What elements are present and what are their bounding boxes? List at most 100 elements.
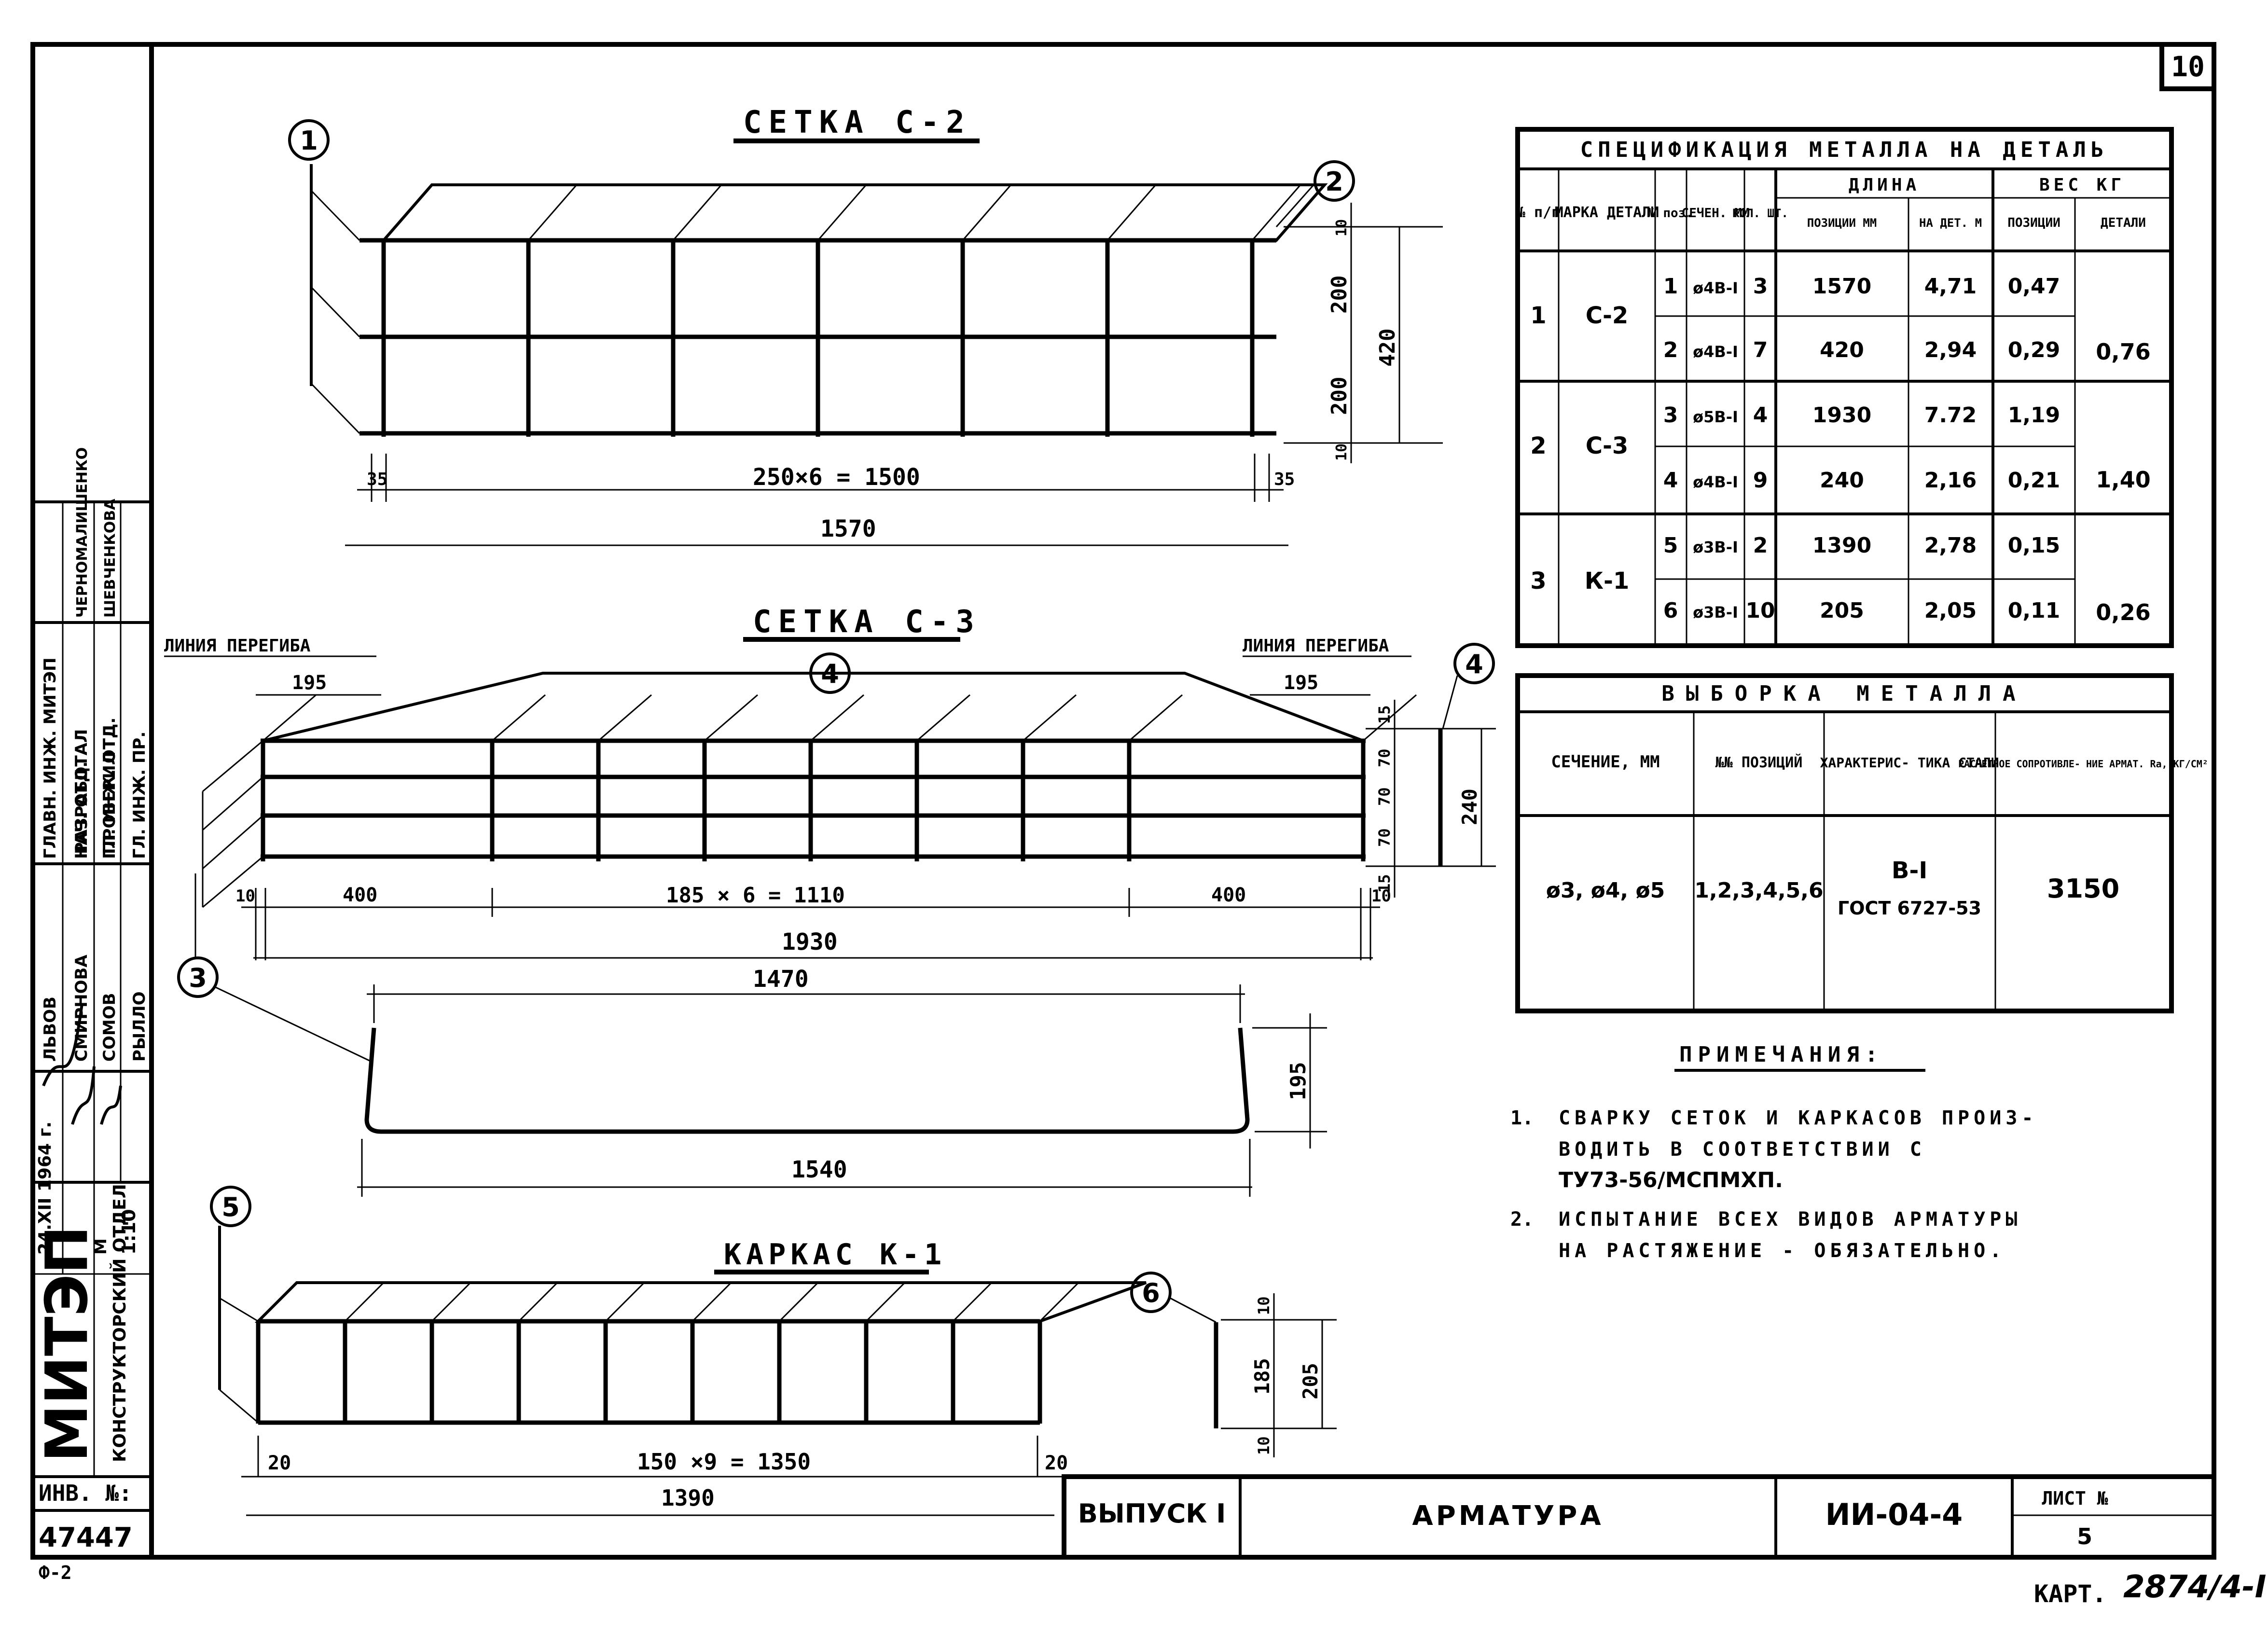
s2-dim-bottom: 10 [1333,443,1350,461]
spec-r2-len-pos: 420 [1820,338,1864,362]
s2-dim-total: 1570 [820,515,876,542]
spec-r2-w-pos: 0,29 [2008,338,2061,362]
s3-dim-edge-left: 10 [235,886,255,906]
s3-dim-h2: 70 [1375,787,1394,806]
stamp-inv-label: ИНВ. №: [39,1480,132,1506]
spec-r1-pos: 1 [1663,274,1678,299]
s2bars-bar-perspective [962,184,1012,241]
s3bars-bar-perspective [1023,694,1077,742]
spec-r5-w-pos: 0,15 [2008,533,2061,558]
spec-r1-len-det: 4,71 [1924,274,1977,299]
sel-h-section: СЕЧЕНИЕ, ММ [1551,752,1660,772]
sheet-number: 10 [2171,50,2205,83]
note2-num: 2. [1510,1208,1534,1231]
s2bars-bar-perspective [1251,184,1301,241]
stamp-name-0: ЛЬВОВ [41,997,60,1062]
s3-dim-seg-left: 400 [343,884,377,906]
s2-dim-pitch: 250×6 = 1500 [753,464,920,491]
spec-r4-len-det: 2,16 [1924,468,1977,493]
spec-h-weight: ВЕС КГ [2039,175,2125,195]
callout-3: 3 [189,963,207,993]
s3-dim-total: 1930 [782,928,838,955]
spec-r5-pos: 5 [1663,533,1678,558]
k1-dim-end-left: 20 [268,1452,291,1474]
spec-g1-mark: С-2 [1586,302,1629,329]
k1bars-bar-perspective [952,1282,993,1322]
k1bars-bar-perspective [865,1282,906,1322]
s3-bent-dim-top: 1470 [753,966,809,993]
k1bars-bar-perspective [1039,1282,1079,1322]
callout-5: 5 [221,1192,240,1222]
s3-dim-h1: 70 [1375,748,1394,767]
s3bars-bar-perspective [1363,694,1417,742]
s3bars-bar-perspective [263,694,317,742]
spec-r2-qty: 7 [1753,338,1768,362]
note1-line2: ВОДИТЬ В СООТВЕТСТВИИ С [1559,1138,1926,1161]
spec-r6-qty: 10 [1745,598,1775,623]
callout-4a: 4 [821,659,839,689]
spec-h-len-pos: ПОЗИЦИИ ММ [1807,216,1877,230]
sel-h-steel: ХАРАКТЕРИС- ТИКА СТАЛИ [1820,755,1999,771]
spec-g3-mark: К-1 [1585,567,1630,595]
spec-r6-section: ø3В-I [1693,603,1738,622]
spec-h-len-det: НА ДЕТ. М [1919,216,1982,230]
spec-table: СПЕЦИФИКАЦИЯ МЕТАЛЛА НА ДЕТАЛЬ № п/п МАР… [1515,127,2174,648]
k1-dim-bottom: 10 [1255,1436,1273,1455]
spec-r3-qty: 4 [1753,403,1768,428]
s3bars-bar-perspective [1129,694,1183,742]
side-stamp: ГЛАВН. ИНЖ. МИТЭП НАЧ. ОТД. ГЛ. ИНЖ. ОТД… [33,447,152,1553]
s2-dim-end-right: 35 [1274,470,1295,489]
spec-h-pos: № поз. [1648,206,1693,221]
stamp-scale-label: М [91,1238,111,1255]
stamp-role2-1: ПРОВЕРИЛ [100,751,119,854]
spec-h-qty: КОЛ. ШТ. [1732,207,1788,220]
k1bars-bar-perspective [605,1282,645,1322]
s3bars-bar-perspective [704,694,758,742]
stamp-role-2: ГЛ. ИНЖ. ОТД. [100,718,119,859]
spec-g3-weight: 0,26 [2096,599,2151,625]
stamp-role-0: ГЛАВН. ИНЖ. МИТЭП [41,657,60,859]
callout-6: 6 [1142,1278,1160,1308]
spec-r3-section: ø5В-I [1693,408,1738,426]
stamp-inv-no: 47447 [39,1522,133,1553]
sel-r-section: ø3, ø4, ø5 [1546,878,1665,903]
spec-r5-section: ø3В-I [1693,538,1738,556]
k1bars-bar-perspective [691,1282,732,1322]
s2-dim-end-left: 35 [367,470,387,489]
spec-title: СПЕЦИФИКАЦИЯ МЕТАЛЛА НА ДЕТАЛЬ [1580,138,2109,162]
s2-dim-top: 10 [1333,219,1350,236]
spec-g2-num: 2 [1530,432,1546,459]
spec-r4-w-pos: 0,21 [2008,468,2061,493]
s3-dim-bend-right: 195 [1284,672,1318,694]
s2-dim-h-total: 420 [1375,329,1400,367]
spec-r5-qty: 2 [1753,533,1768,558]
sheet-number-box [2159,42,2216,91]
tb-series: ВЫПУСК I [1078,1498,1226,1529]
k1-dim-end-right: 20 [1045,1452,1068,1474]
stamp-date: 24.XII 1964 г. [35,1121,55,1255]
s2bars-bar-perspective [1106,184,1157,241]
k1bars-bar-perspective [257,1282,298,1322]
s2bars-bar-perspective [672,184,722,241]
stamp-dept: КОНСТРУКТОРСКИЙ ОТДЕЛ [110,1184,130,1462]
spec-h-w-det: ДЕТАЛИ [2101,216,2146,230]
k1-dim-pitch: 150 ×9 = 1350 [637,1449,811,1475]
sheet-frame [30,42,2216,1560]
spec-r3-w-pos: 1,19 [2008,403,2061,428]
spec-r1-section: ø4В-I [1693,279,1738,297]
spec-h-num: № п/п [1517,204,1560,221]
s3-dim-edge-right: 10 [1371,886,1391,906]
callout-1: 1 [300,125,318,156]
stamp-role-3: ГЛ. ИНЖ. ПР. [130,732,149,859]
k1bars-bar-perspective [431,1282,471,1322]
signature-scribbles [42,1003,122,1125]
spec-r6-w-pos: 0,11 [2008,598,2061,623]
stamp-name2-0: ЧЕРНОМАЛИШЕНКО [74,447,91,618]
mesh-s3-title: СЕТКА С-3 [753,604,981,640]
spec-r6-len-pos: 205 [1820,598,1864,623]
stamp-name-2: СОМОВ [100,993,119,1062]
stamp-role-1: НАЧ. ОТД. [72,761,91,859]
spec-r4-pos: 4 [1663,468,1678,493]
s2-dim-h2: 200 [1327,377,1352,415]
